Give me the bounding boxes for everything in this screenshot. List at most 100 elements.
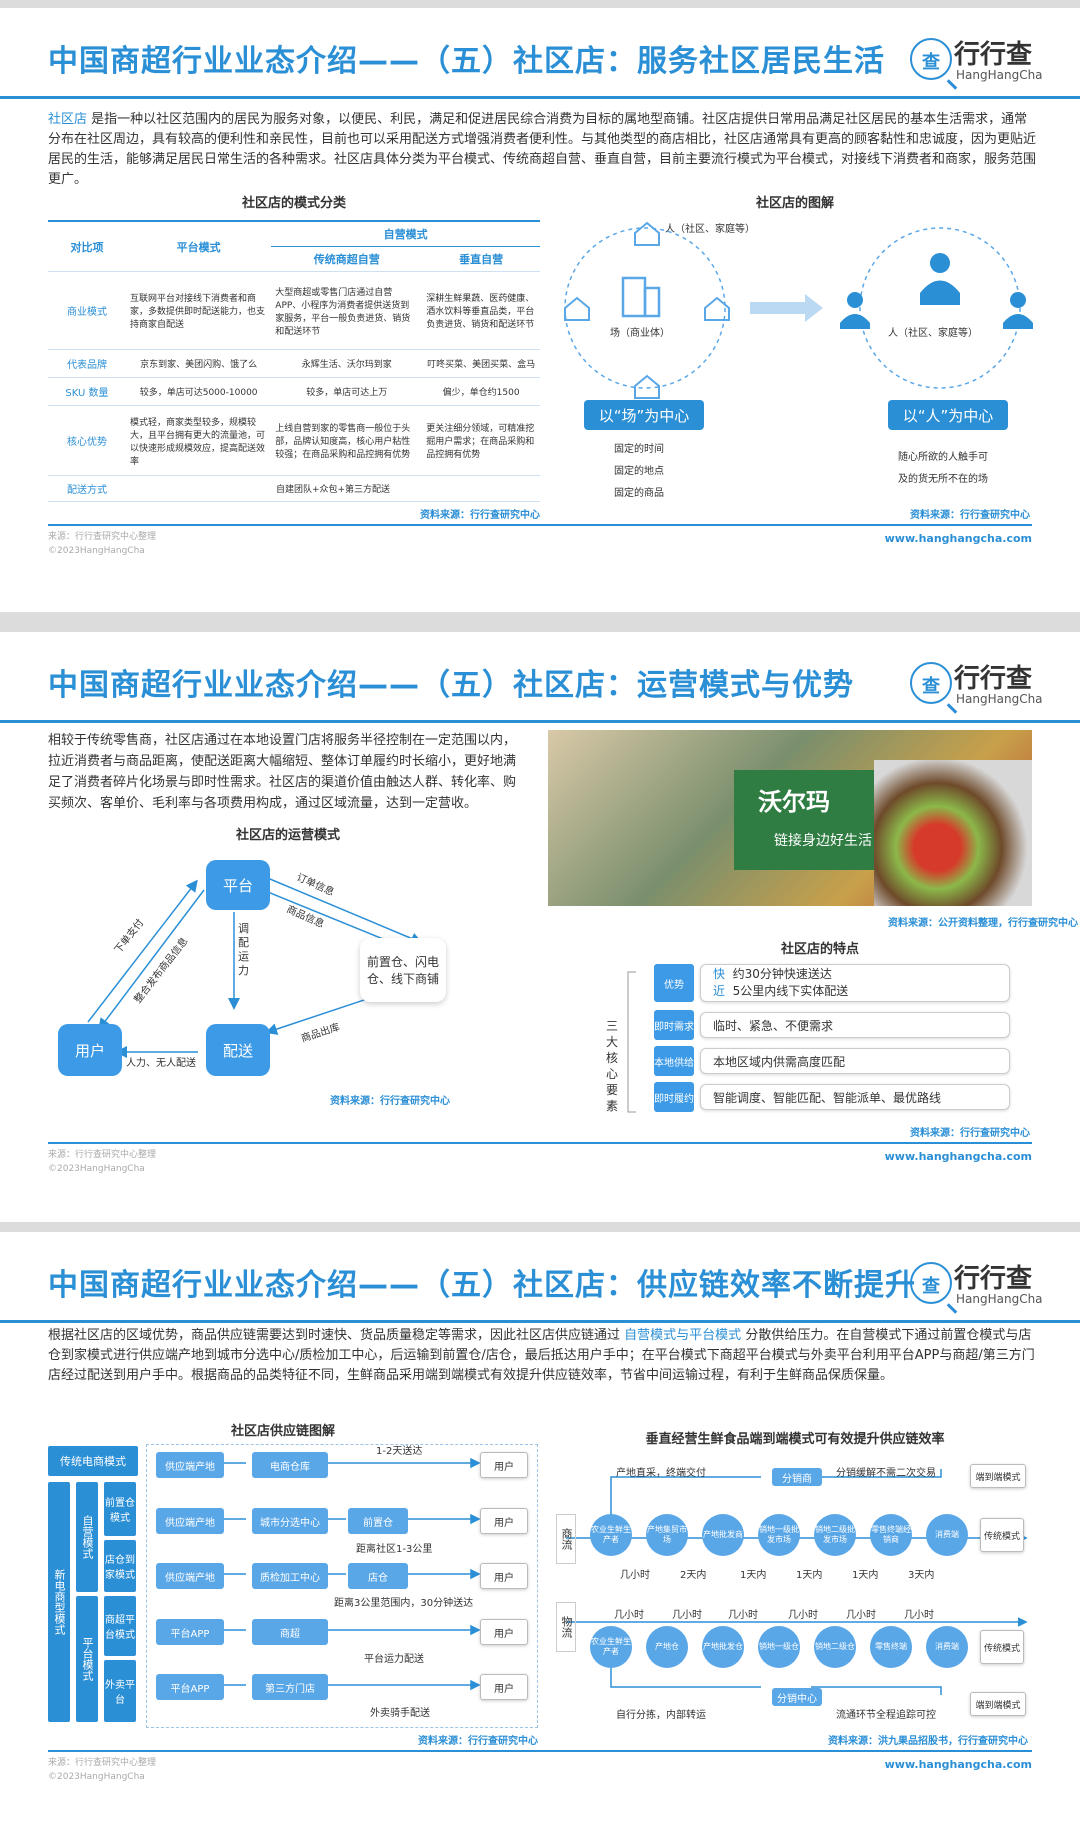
right-note: 及的货无所不在的场 bbox=[898, 474, 988, 485]
hanghangcha-logo: 查 行行查 HangHangCha bbox=[910, 1258, 1043, 1310]
top-node: 产地集贸市场 bbox=[646, 1514, 688, 1556]
house-icon bbox=[564, 221, 730, 399]
bottom-node: 产地仓 bbox=[646, 1626, 688, 1668]
cell: 较多，单店可达上万 bbox=[271, 377, 423, 406]
cell: 永辉生活、沃尔玛到家 bbox=[271, 349, 423, 378]
bottom-note: 流通环节全程追踪可控 bbox=[836, 1710, 936, 1721]
row-label: 代表品牌 bbox=[48, 349, 126, 378]
building-icon bbox=[621, 276, 661, 318]
time: 1天内 bbox=[796, 1570, 823, 1581]
supply-chain-frame bbox=[146, 1444, 538, 1728]
slide-title: 中国商超行业业态介绍——（五）社区店：供应链效率不断提升 bbox=[48, 1268, 916, 1303]
bottom-node: 农业生鲜生产者 bbox=[590, 1626, 632, 1668]
person-icon bbox=[840, 253, 1033, 329]
time: 几小时 bbox=[614, 1610, 644, 1621]
flow-box: 前置仓 bbox=[348, 1508, 408, 1534]
footer-source: 来源：行行查研究中心整理©2023HangHangCha bbox=[48, 532, 157, 556]
footer-url[interactable]: www.hanghangcha.com bbox=[884, 1150, 1032, 1163]
footer-source: 来源：行行查研究中心整理©2023HangHangCha bbox=[48, 1758, 157, 1782]
cell: 深耕生鲜果蔬、医药健康、酒水饮料等垂直品类，平台负责进货、销货和配送环节 bbox=[422, 271, 540, 350]
time: 几小时 bbox=[904, 1610, 934, 1621]
feature-title: 社区店的特点 bbox=[780, 942, 859, 957]
cell: 偏少，单仓约1500 bbox=[422, 377, 540, 406]
row-label: 商业模式 bbox=[48, 271, 126, 350]
feature-row: 临时、紧急、不便需求 bbox=[700, 1012, 1010, 1038]
footer-divider bbox=[48, 524, 1032, 526]
feature-tag: 本地供给 bbox=[654, 1046, 694, 1076]
flow-box: 供应端产地 bbox=[156, 1508, 224, 1534]
flow-note: 1-2天送达 bbox=[376, 1446, 423, 1457]
photo-source: 资料来源：公开资料整理，行行查研究中心 bbox=[888, 918, 1078, 929]
cell: 叮咚买菜、美团买菜、盒马 bbox=[422, 349, 540, 378]
logo-en: HangHangCha bbox=[956, 1292, 1043, 1306]
edge-dispatch: 调配运力 bbox=[238, 922, 249, 977]
slide-supply-chain: 中国商超行业业态介绍——（五）社区店：供应链效率不断提升 查 行行查 HangH… bbox=[0, 1232, 1080, 1835]
left-note: 固定的时间 bbox=[614, 444, 664, 455]
th-platform: 平台模式 bbox=[126, 221, 272, 272]
time: 几小时 bbox=[788, 1610, 818, 1621]
top-node: 消费端 bbox=[926, 1514, 968, 1556]
feature-source: 资料来源：行行查研究中心 bbox=[910, 1128, 1030, 1139]
flow-user: 用户 bbox=[480, 1452, 528, 1478]
ops-title: 社区店的运营模式 bbox=[235, 828, 340, 843]
supply-chain-title: 社区店供应链图解 bbox=[230, 1424, 335, 1439]
table-row: SKU 数量 较多，单店可达5000-10000 较多，单店可达上万 偏少，单仓… bbox=[48, 377, 540, 406]
cell: 上线自营到家的零售商一般位于头部，品牌认知度高，核心用户粘性较强；在商品采购和品… bbox=[271, 405, 423, 476]
logo-cn: 行行查 bbox=[954, 1264, 1033, 1294]
side-new: 新电商型模式 bbox=[48, 1482, 70, 1722]
slide-community-store-overview: 中国商超行业业态介绍——（五）社区店：服务社区居民生活 查 行行查 HangHa… bbox=[0, 8, 1080, 612]
cell: 互联网平台对接线下消费者和商家，多数提供即时配送能力，也支持商家自配送 bbox=[126, 271, 272, 350]
title-divider bbox=[0, 720, 1080, 723]
logo-en: HangHangCha bbox=[956, 692, 1043, 706]
side-store: 店仓到家模式 bbox=[104, 1540, 136, 1592]
node-delivery: 配送 bbox=[206, 1024, 270, 1076]
footer-url[interactable]: www.hanghangcha.com bbox=[884, 532, 1032, 545]
right-people-label: 人（社区、家庭等） bbox=[888, 328, 978, 339]
intro-paragraph: 相较于传统零售商，社区店通过在本地设置门店将服务半径控制在一定范围以内，拉近消费… bbox=[48, 733, 517, 811]
label-goods-flow: 物流 bbox=[556, 1602, 576, 1652]
flow-box: 店仓 bbox=[348, 1563, 408, 1589]
side-self: 自营模式 bbox=[76, 1482, 98, 1592]
feature-row: 本地区域内供需高度匹配 bbox=[700, 1048, 1010, 1074]
mode-table: 对比项 平台模式 自营模式 传统商超自营 垂直自营 商业模式 互联网平台对接线下… bbox=[48, 220, 540, 502]
hanghangcha-logo: 查 行行查 HangHangCha bbox=[910, 34, 1043, 86]
table-row: 代表品牌 京东到家、美团闪购、饿了么 永辉生活、沃尔玛到家 叮咚买菜、美团买菜、… bbox=[48, 349, 540, 378]
bottom-node: 消费端 bbox=[926, 1626, 968, 1668]
traditional-bottom: 传统模式 bbox=[980, 1630, 1024, 1664]
label-business-flow: 商流 bbox=[556, 1514, 576, 1564]
side-takeout: 外卖平台 bbox=[104, 1660, 136, 1722]
footer-url[interactable]: www.hanghangcha.com bbox=[884, 1758, 1032, 1771]
row-label: 配送方式 bbox=[48, 475, 126, 502]
edge-labor: 人力、无人配送 bbox=[126, 1058, 196, 1069]
supply-chain-arrows bbox=[224, 1457, 481, 1691]
time: 几小时 bbox=[728, 1610, 758, 1621]
diagram-source: 资料来源：行行查研究中心 bbox=[910, 510, 1030, 521]
th-vertical: 垂直自营 bbox=[422, 246, 540, 272]
community-diagram bbox=[564, 221, 1033, 399]
top-node: 销地二级批发市场 bbox=[814, 1514, 856, 1556]
flow-user: 用户 bbox=[480, 1508, 528, 1534]
right-note: 随心所欲的人触手可 bbox=[898, 452, 988, 463]
row-label: 核心优势 bbox=[48, 405, 126, 476]
intro-paragraph: 根据社区店的区域优势，商品供应链需要达到时速快、货品质量稳定等需求，因此社区店供… bbox=[48, 1328, 1035, 1383]
cell: 更关注细分领域，可精准挖掘用户需求；在商品采购和品控拥有优势 bbox=[422, 405, 540, 476]
intro-paragraph: 社区店 是指一种以社区范围内的居民为服务对象，以便民、利民，满足和促进居民综合消… bbox=[48, 110, 1038, 190]
node-warehouse: 前置仓、闪电仓、线下商铺 bbox=[360, 938, 446, 1002]
top-note: 分销缓解不需二次交易 bbox=[836, 1468, 936, 1479]
right-focus-pill: 以“人”为中心 bbox=[888, 400, 1008, 430]
cell: 京东到家、美团闪购、饿了么 bbox=[126, 349, 272, 378]
feature-tag: 即时需求 bbox=[654, 1010, 694, 1040]
feature-tag: 即时履约 bbox=[654, 1082, 694, 1112]
bottom-distributor: 分销中心 bbox=[772, 1688, 822, 1706]
supply-chain-source: 资料来源：行行查研究中心 bbox=[418, 1736, 538, 1747]
footer-source: 来源：行行查研究中心整理©2023HangHangCha bbox=[48, 1150, 157, 1174]
logo-cn: 行行查 bbox=[954, 664, 1033, 694]
intro-highlight: 自营模式与平台模式 bbox=[624, 1328, 742, 1343]
diagram-title: 社区店的图解 bbox=[755, 196, 834, 211]
left-people-label: 人（社区、家庭等） bbox=[665, 224, 755, 235]
intro-highlight: 社区店 bbox=[48, 112, 88, 127]
feature-row: 智能调度、智能匹配、智能派单、最优路线 bbox=[700, 1084, 1010, 1110]
top-node: 农业生鲜生产者 bbox=[590, 1514, 632, 1556]
hanghangcha-logo: 查 行行查 HangHangCha bbox=[910, 658, 1043, 710]
time: 几小时 bbox=[620, 1570, 650, 1581]
